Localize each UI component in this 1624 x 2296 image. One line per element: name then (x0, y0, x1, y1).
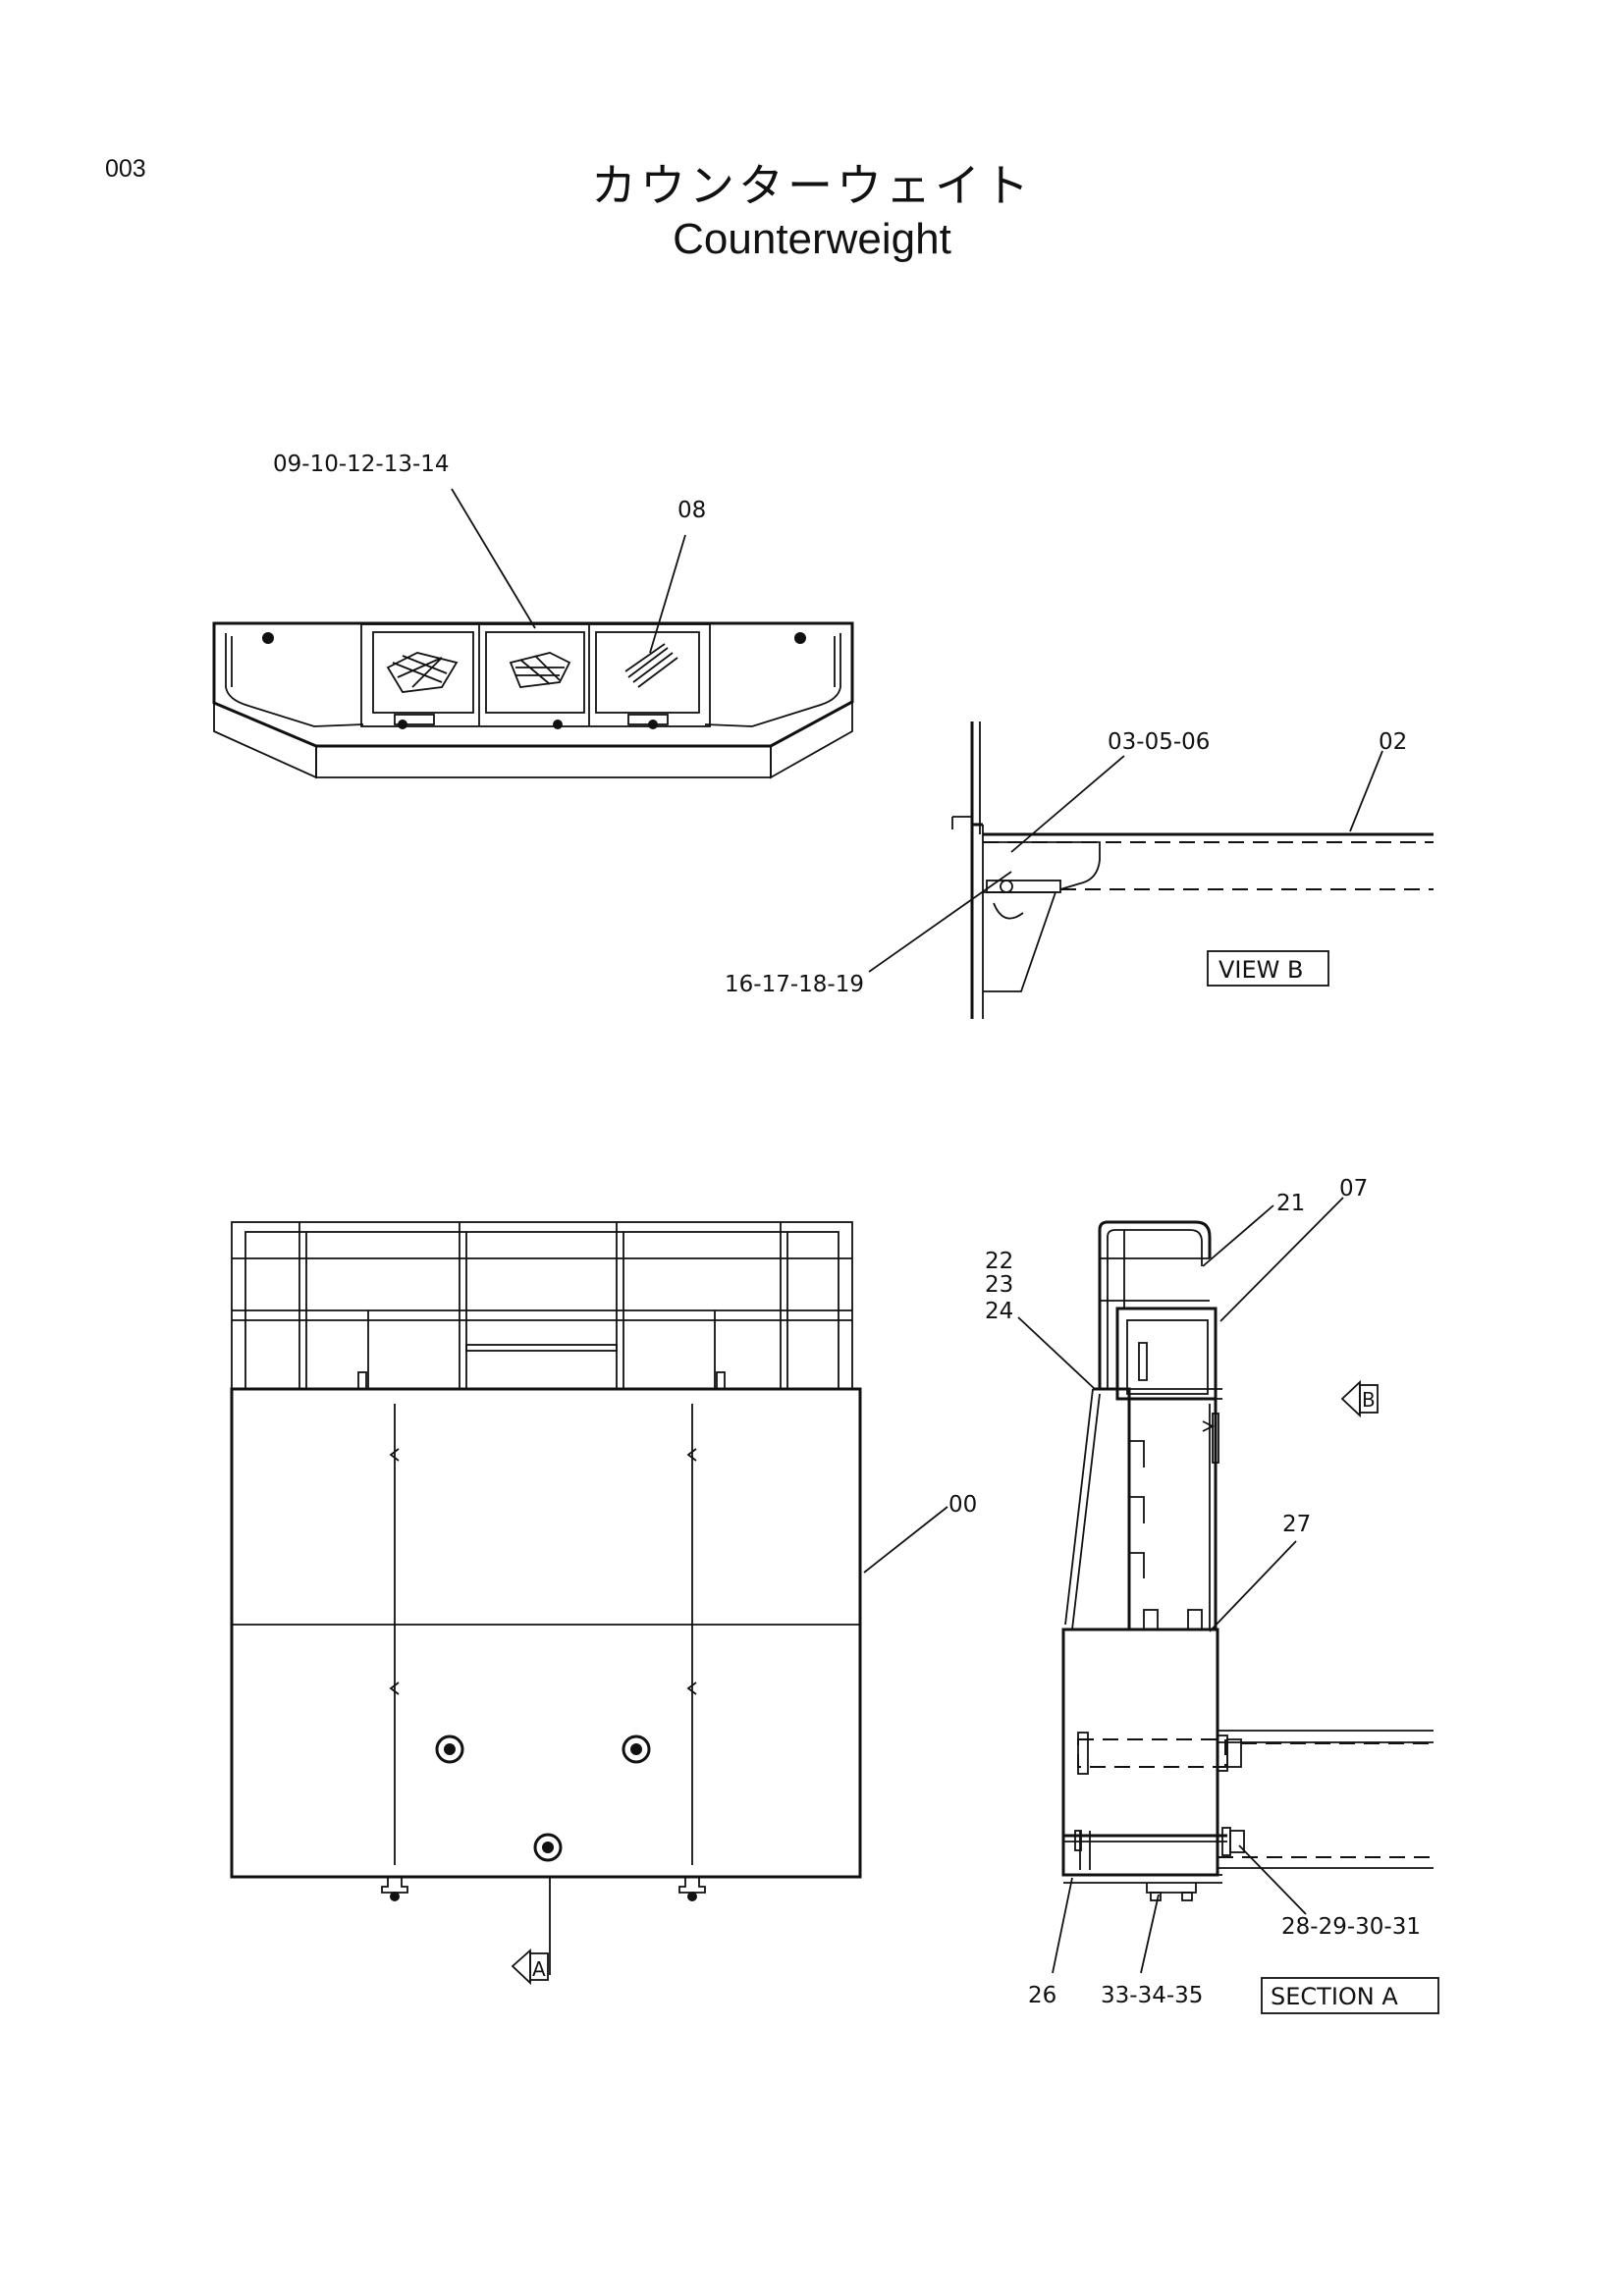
leader-line (1209, 1540, 1297, 1632)
leader-line (868, 871, 1012, 973)
callout-parts-03-05-06: 03-05-06 (1108, 729, 1210, 755)
view-b-marker-letter: B (1362, 1388, 1376, 1412)
callout-part-26: 26 (1028, 1983, 1056, 2008)
page-title-japanese: カウンターウェイト (591, 159, 1033, 212)
top-view-drawing (212, 621, 854, 779)
section-a-drawing (1061, 1220, 1434, 1901)
callout-part-27: 27 (1282, 1512, 1311, 1537)
view-b-drawing (951, 721, 1434, 1019)
front-view-drawing (230, 1221, 862, 1901)
section-a-marker: A (511, 1948, 549, 1986)
section-a-marker-letter: A (532, 1957, 546, 1981)
leader-line (1140, 1894, 1160, 1974)
callout-part-08: 08 (677, 498, 706, 523)
leader-line (649, 534, 686, 654)
view-b-marker: B (1340, 1379, 1379, 1418)
section-a-label: SECTION A (1271, 1983, 1398, 2010)
callout-part-21: 21 (1276, 1191, 1305, 1216)
leader-line (1017, 1316, 1096, 1390)
view-b-label-frame (1207, 950, 1329, 987)
callout-parts-16-17-18-19: 16-17-18-19 (725, 972, 864, 997)
page-title-english: Counterweight (673, 215, 951, 263)
leader-line (1052, 1877, 1073, 1974)
leader-line (1219, 1197, 1344, 1322)
leader-line (1349, 750, 1383, 832)
leader-line (451, 488, 536, 629)
leader-line (863, 1506, 948, 1574)
callout-part-00: 00 (948, 1492, 977, 1518)
callout-part-24: 24 (985, 1299, 1013, 1324)
leader-line (1238, 1844, 1307, 1915)
callout-part-23: 23 (985, 1272, 1013, 1298)
callout-parts-09-10-12-13-14: 09-10-12-13-14 (273, 452, 450, 477)
callout-parts-33-34-35: 33-34-35 (1101, 1983, 1203, 2008)
view-b-label: VIEW B (1218, 956, 1303, 984)
callout-parts-28-29-30-31: 28-29-30-31 (1281, 1914, 1421, 1940)
callout-part-07: 07 (1339, 1176, 1368, 1201)
callout-part-02: 02 (1379, 729, 1407, 755)
section-a-label-frame (1261, 1977, 1439, 2014)
page-number: 003 (105, 155, 146, 183)
leader-line (1202, 1204, 1274, 1267)
leader-line (1010, 755, 1125, 853)
callout-part-22: 22 (985, 1249, 1013, 1274)
